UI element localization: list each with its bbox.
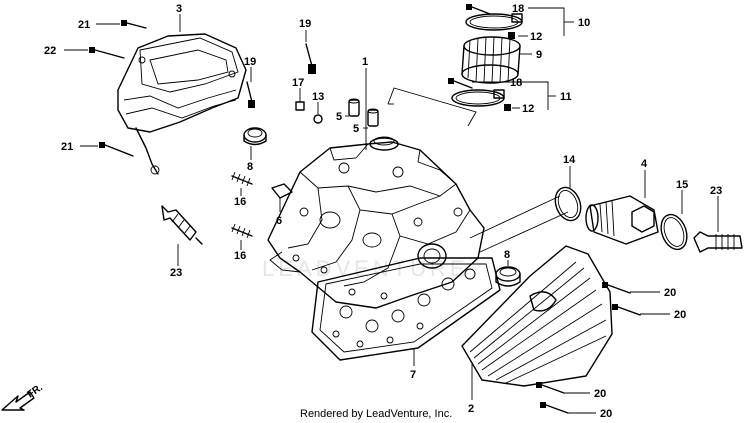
callout-14: 14 bbox=[563, 154, 576, 166]
head-gasket-part bbox=[311, 257, 501, 361]
washer-13 bbox=[313, 114, 323, 124]
bolt-19-center bbox=[305, 43, 316, 74]
callout-21-lower: 21 bbox=[61, 141, 73, 153]
pin-17 bbox=[295, 101, 305, 111]
callout-19-left: 19 bbox=[244, 56, 256, 68]
callout-12-upper: 12 bbox=[530, 31, 542, 43]
callout-20-c: 20 bbox=[594, 388, 606, 400]
bolt-20-c bbox=[536, 382, 565, 394]
callout-12-lower: 12 bbox=[522, 103, 534, 115]
callout-20-a: 20 bbox=[664, 287, 676, 299]
callout-2: 2 bbox=[468, 403, 474, 415]
callout-5-upper: 5 bbox=[336, 111, 342, 123]
callout-13: 13 bbox=[312, 91, 324, 103]
bolt-20-d bbox=[540, 402, 569, 414]
dowel-5-lower bbox=[367, 108, 379, 127]
callout-18-upper: 18 bbox=[512, 3, 524, 15]
callout-20-b: 20 bbox=[674, 309, 686, 321]
callout-23-left: 23 bbox=[170, 267, 182, 279]
nut-12-lower bbox=[504, 104, 511, 111]
cylinder-head-part bbox=[267, 136, 485, 309]
callout-5-lower: 5 bbox=[353, 123, 359, 135]
bolt-22 bbox=[89, 47, 125, 59]
callout-16-lower: 16 bbox=[234, 250, 246, 262]
bolt-21-upper bbox=[121, 20, 147, 29]
footer-credit: Rendered by LeadVenture, Inc. bbox=[300, 408, 452, 420]
band-10 bbox=[465, 13, 523, 31]
leader-lines bbox=[64, 7, 719, 414]
callout-11: 11 bbox=[560, 91, 572, 103]
callout-7: 7 bbox=[410, 369, 416, 381]
callout-10: 10 bbox=[578, 17, 590, 29]
front-label: FR. bbox=[25, 382, 45, 400]
stud-16-lower bbox=[231, 223, 253, 239]
callout-17: 17 bbox=[292, 77, 304, 89]
callout-3: 3 bbox=[176, 3, 182, 15]
o-ring-14 bbox=[554, 186, 582, 222]
callout-8-left: 8 bbox=[247, 161, 253, 173]
callout-21-upper: 21 bbox=[78, 19, 90, 31]
stud-16-upper bbox=[231, 171, 253, 187]
head-side-cover-part bbox=[461, 245, 613, 387]
callout-23-right: 23 bbox=[710, 185, 722, 197]
callout-6: 6 bbox=[276, 215, 282, 227]
o-ring-15 bbox=[660, 213, 688, 251]
band-11 bbox=[451, 89, 505, 107]
callout-4: 4 bbox=[641, 158, 648, 170]
reference-lines bbox=[387, 87, 569, 253]
callout-1: 1 bbox=[362, 56, 368, 68]
callout-16-upper: 16 bbox=[234, 196, 246, 208]
seal-8-right bbox=[495, 266, 521, 287]
callout-8-right: 8 bbox=[504, 249, 510, 261]
bolt-20-a bbox=[602, 282, 631, 294]
callout-18-lower: 18 bbox=[510, 77, 522, 89]
head-cover-part bbox=[117, 33, 247, 175]
spark-plug-23-right bbox=[693, 231, 743, 253]
screw-18-lower bbox=[448, 78, 473, 89]
seal-8-left bbox=[243, 127, 267, 146]
callout-22: 22 bbox=[44, 45, 56, 57]
bolt-21-lower bbox=[99, 142, 134, 157]
insulator-9 bbox=[461, 36, 521, 84]
guide-6 bbox=[271, 183, 293, 199]
screw-18-upper bbox=[466, 4, 491, 15]
front-direction-arrow: FR. bbox=[1, 382, 45, 411]
spark-plug-23-left bbox=[161, 205, 203, 245]
plug-sleeve-4 bbox=[585, 195, 659, 245]
callout-9: 9 bbox=[536, 49, 542, 61]
nut-12-upper bbox=[508, 32, 515, 39]
callout-19-center: 19 bbox=[299, 18, 311, 30]
watermark: LEADVENTURE bbox=[262, 256, 469, 281]
callout-15: 15 bbox=[676, 179, 688, 191]
dowel-5-upper bbox=[348, 98, 360, 117]
bolt-19-left bbox=[246, 81, 255, 108]
bolt-20-b bbox=[612, 304, 641, 316]
callout-20-d: 20 bbox=[600, 408, 612, 420]
